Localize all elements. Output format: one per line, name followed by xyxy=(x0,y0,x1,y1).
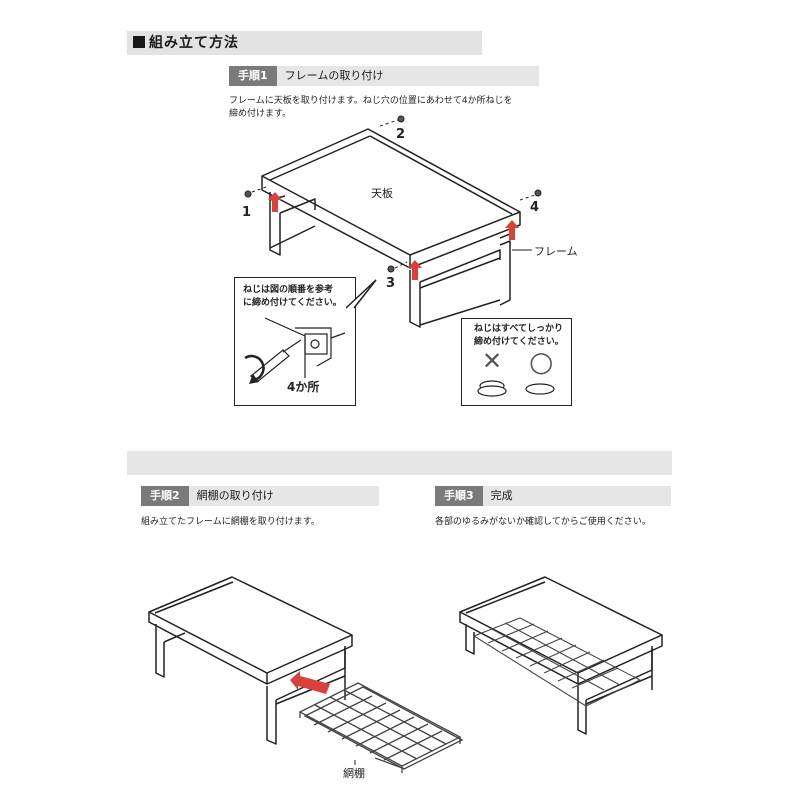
screwdriver-detail-icon xyxy=(244,317,346,384)
screw-number-3: 3 xyxy=(386,276,396,291)
callout-screw-order: ねじは図の順番を参考 に締め付けてください。 4か所 xyxy=(234,277,356,406)
arrow-up-icon xyxy=(268,192,282,212)
screw-number-1: 1 xyxy=(242,205,252,220)
screw-icon xyxy=(387,265,395,273)
step2-header: 手順2 網棚の取り付け xyxy=(141,486,379,506)
frame-label: フレーム xyxy=(534,245,578,258)
screw-head-comparison-icon xyxy=(477,380,555,397)
arrow-up-icon xyxy=(408,260,422,280)
step2-description: 組み立てたフレームに網棚を取り付けます。 xyxy=(141,517,320,527)
arrow-up-icon xyxy=(505,220,519,240)
callout-tighten: ねじはすべてしっかり 締め付けてください。 ✕ ○ xyxy=(461,318,572,406)
step2-tag: 手順2 xyxy=(141,486,189,506)
top-panel-label: 天板 xyxy=(371,187,393,200)
section-divider xyxy=(127,451,672,475)
square-bullet-icon xyxy=(133,36,145,48)
section-title: 組み立て方法 xyxy=(127,31,482,55)
callout-count: 4か所 xyxy=(287,380,320,394)
step2-title: 網棚の取り付け xyxy=(196,489,274,502)
step3-header: 手順3 完成 xyxy=(435,486,671,506)
step1-tag: 手順1 xyxy=(229,66,277,86)
callout-right-line2: 締め付けてください。 xyxy=(474,337,564,347)
screw-number-4: 4 xyxy=(530,200,540,215)
good-circle-icon: ○ xyxy=(529,345,554,378)
step1-desc-line2: 締め付けます。 xyxy=(229,109,292,119)
step3-tag: 手順3 xyxy=(435,486,483,506)
bad-cross-icon: ✕ xyxy=(482,347,503,375)
step1-title: フレームの取り付け xyxy=(284,69,384,82)
section-title-text: 組み立て方法 xyxy=(149,35,239,51)
step1-desc-line1: フレームに天板を取り付けます。ねじ穴の位置にあわせて4か所ねじを xyxy=(229,96,513,106)
callout-screw-order-text: ねじは図の順番を参考 に締め付けてください。 xyxy=(243,284,342,310)
callout-pointer xyxy=(345,279,377,309)
callout-left-line2: に締め付けてください。 xyxy=(243,298,342,308)
screw-icon xyxy=(397,115,405,123)
screw-icon xyxy=(534,189,542,197)
step3-description: 各部のゆるみがないか確認してからご使用ください。 xyxy=(435,517,651,527)
screw-number-2: 2 xyxy=(396,127,406,142)
wire-shelf-label: 網棚 xyxy=(343,767,365,780)
arrow-insert-icon xyxy=(290,671,330,694)
step1-description: フレームに天板を取り付けます。ねじ穴の位置にあわせて4か所ねじを 締め付けます。 xyxy=(229,95,513,121)
callout-right-line1: ねじはすべてしっかり xyxy=(474,324,564,334)
step1-header: 手順1 フレームの取り付け xyxy=(229,66,539,86)
screw-icon xyxy=(244,190,252,198)
callout-tighten-text: ねじはすべてしっかり 締め付けてください。 xyxy=(474,323,564,349)
callout-left-line1: ねじは図の順番を参考 xyxy=(243,285,334,295)
step3-title: 完成 xyxy=(490,489,513,502)
